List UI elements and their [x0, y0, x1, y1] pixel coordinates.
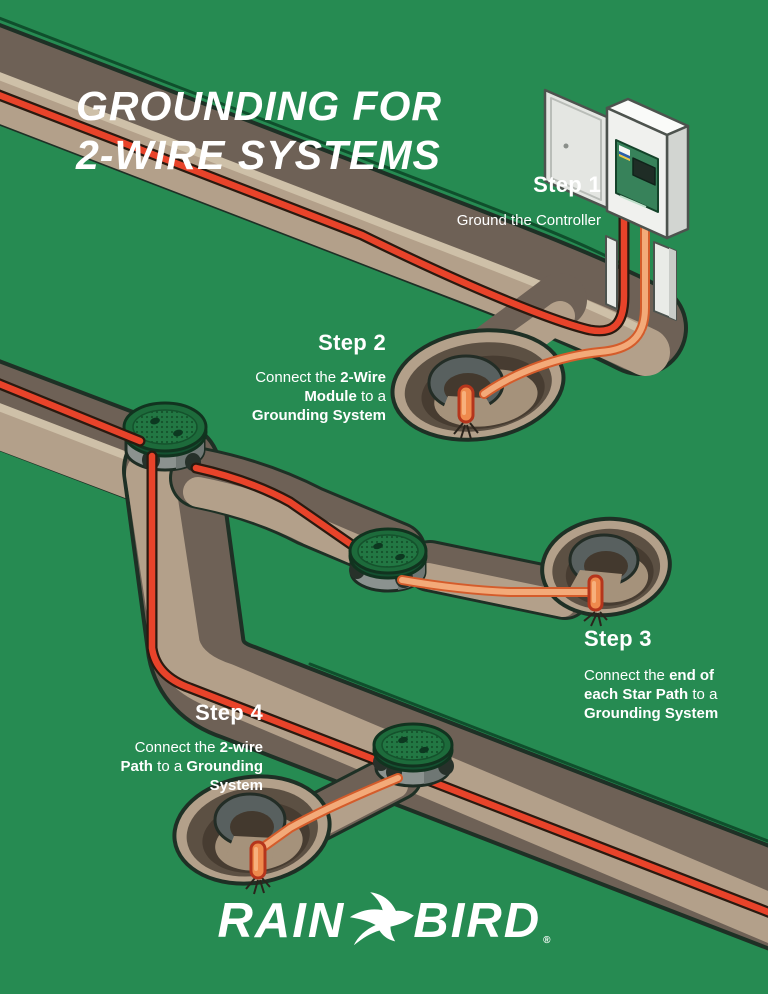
controller-red-wire [0, 89, 630, 337]
step-4-callout: Step 4 Connect the 2-wire Path to a Grou… [120, 700, 263, 795]
controller-side [665, 124, 690, 240]
step-1-description: Ground the Controller [456, 212, 601, 229]
ground-rod-step2 [453, 384, 479, 440]
valve-box-lid [348, 527, 428, 580]
step-3-callout: Step 3 Connect the end of each Star Path… [584, 626, 718, 723]
cut-valve-box-step4 [213, 792, 287, 860]
rainbird-logo: RAIN BIRD ® [0, 886, 768, 956]
step-4-heading: Step 4 [195, 700, 263, 725]
page-title: GROUNDING FOR 2-WIRE SYSTEMS [76, 82, 442, 180]
two-wire-red-path [0, 378, 768, 918]
logo-word-rain: RAIN [217, 894, 346, 948]
ground-wire-step4 [257, 773, 403, 853]
step-2-description: Connect the 2-Wire Module to a Grounding… [251, 369, 386, 424]
step-3-heading: Step 3 [584, 626, 652, 651]
irrigation-controller [543, 88, 690, 321]
registered-mark: ® [543, 935, 551, 946]
title-line-2: 2-WIRE SYSTEMS [76, 132, 441, 178]
controller-leg-left [605, 235, 618, 310]
step-2-heading: Step 2 [318, 330, 386, 355]
step-1-callout: Step 1 Ground the Controller [457, 172, 601, 230]
trench-two-wire-path-main [122, 420, 768, 951]
ground-rod-step4 [245, 840, 271, 895]
controller-display [632, 157, 656, 186]
title-line-1: GROUNDING FOR [76, 83, 443, 129]
valve-box-lid [122, 401, 208, 458]
ground-rod-step3 [583, 574, 608, 627]
controller-faceplate [615, 139, 659, 213]
step-3-description: Connect the end of each Star Path to a G… [584, 667, 719, 722]
grounding-pit-step4 [172, 774, 332, 886]
logo-word-bird: BIRD [413, 894, 542, 948]
step-2-callout: Step 2 Connect the 2-Wire Module to a Gr… [252, 330, 386, 425]
step-1-heading: Step 1 [533, 172, 601, 197]
valve-box-3 [372, 722, 454, 788]
step-4-description: Connect the 2-wire Path to a Grounding S… [120, 739, 263, 794]
swallow-bird-icon [350, 892, 415, 946]
valve-box-lid [372, 722, 454, 773]
controller-ground-wire [479, 211, 650, 399]
ground-wire-step3 [397, 575, 595, 597]
